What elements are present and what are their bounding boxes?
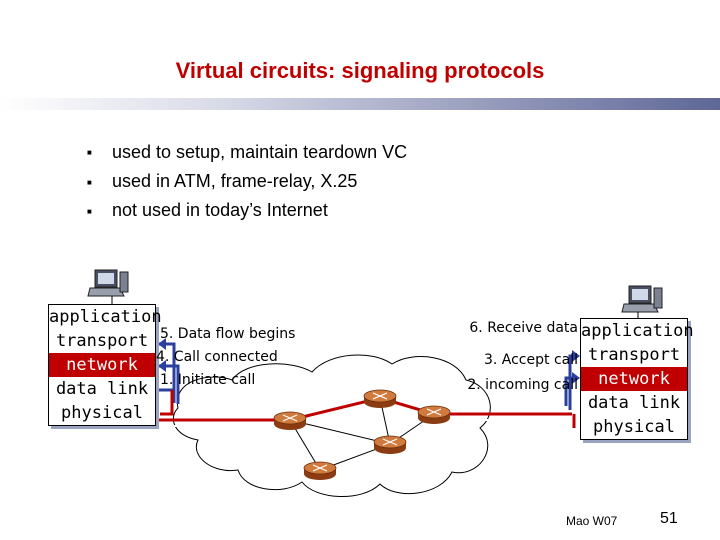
left-protocol-stack: application transport network data link … (48, 304, 162, 426)
layer-transport: transport (55, 331, 149, 351)
router-icon (303, 461, 337, 481)
arrow-head (572, 350, 580, 362)
bullet-text-2: used in ATM, frame-relay, X.25 (112, 171, 358, 191)
bullet-text-1: used to setup, maintain teardown VC (112, 142, 408, 162)
layer-application: application (581, 321, 694, 341)
footer-author: Mao W07 (566, 514, 618, 528)
page-number: 51 (660, 510, 678, 527)
router-icon (373, 435, 407, 455)
vc-path-left (160, 390, 174, 416)
step-1-label: 1. Initiate call (160, 372, 256, 388)
router-icon (273, 411, 307, 431)
title-divider (0, 98, 720, 110)
arrow-head (572, 372, 580, 384)
computer-icon (87, 269, 129, 297)
bullet-marker: ■ (87, 178, 92, 187)
layer-physical: physical (593, 417, 675, 437)
layer-data-link: data link (587, 393, 681, 413)
layer-transport: transport (587, 345, 681, 365)
layer-network: network (49, 353, 155, 377)
layer-application: application (49, 307, 162, 327)
network-cloud (173, 354, 491, 497)
arrow-head (158, 360, 166, 372)
bullet-marker: ■ (87, 207, 92, 216)
layer-physical: physical (61, 403, 143, 423)
arrow-head (158, 338, 166, 350)
step-2-label: 2. incoming call (467, 377, 578, 393)
layer-data-link: data link (55, 379, 149, 399)
bullet-marker: ■ (87, 148, 92, 157)
step-4-label: 4. Call connected (156, 349, 278, 365)
bullet-text-3: not used in today’s Internet (112, 200, 328, 220)
right-protocol-stack: application transport network data link … (580, 318, 694, 440)
step-3-label: 3. Accept call (483, 352, 578, 368)
step-6-label: 6. Receive data (469, 320, 578, 336)
computer-icon (621, 285, 663, 313)
router-icon (417, 405, 451, 425)
router-icon (363, 389, 397, 409)
slide-title: Virtual circuits: signaling protocols (175, 58, 545, 83)
step-5-label: 5. Data flow begins (160, 326, 296, 342)
layer-network: network (581, 367, 687, 391)
